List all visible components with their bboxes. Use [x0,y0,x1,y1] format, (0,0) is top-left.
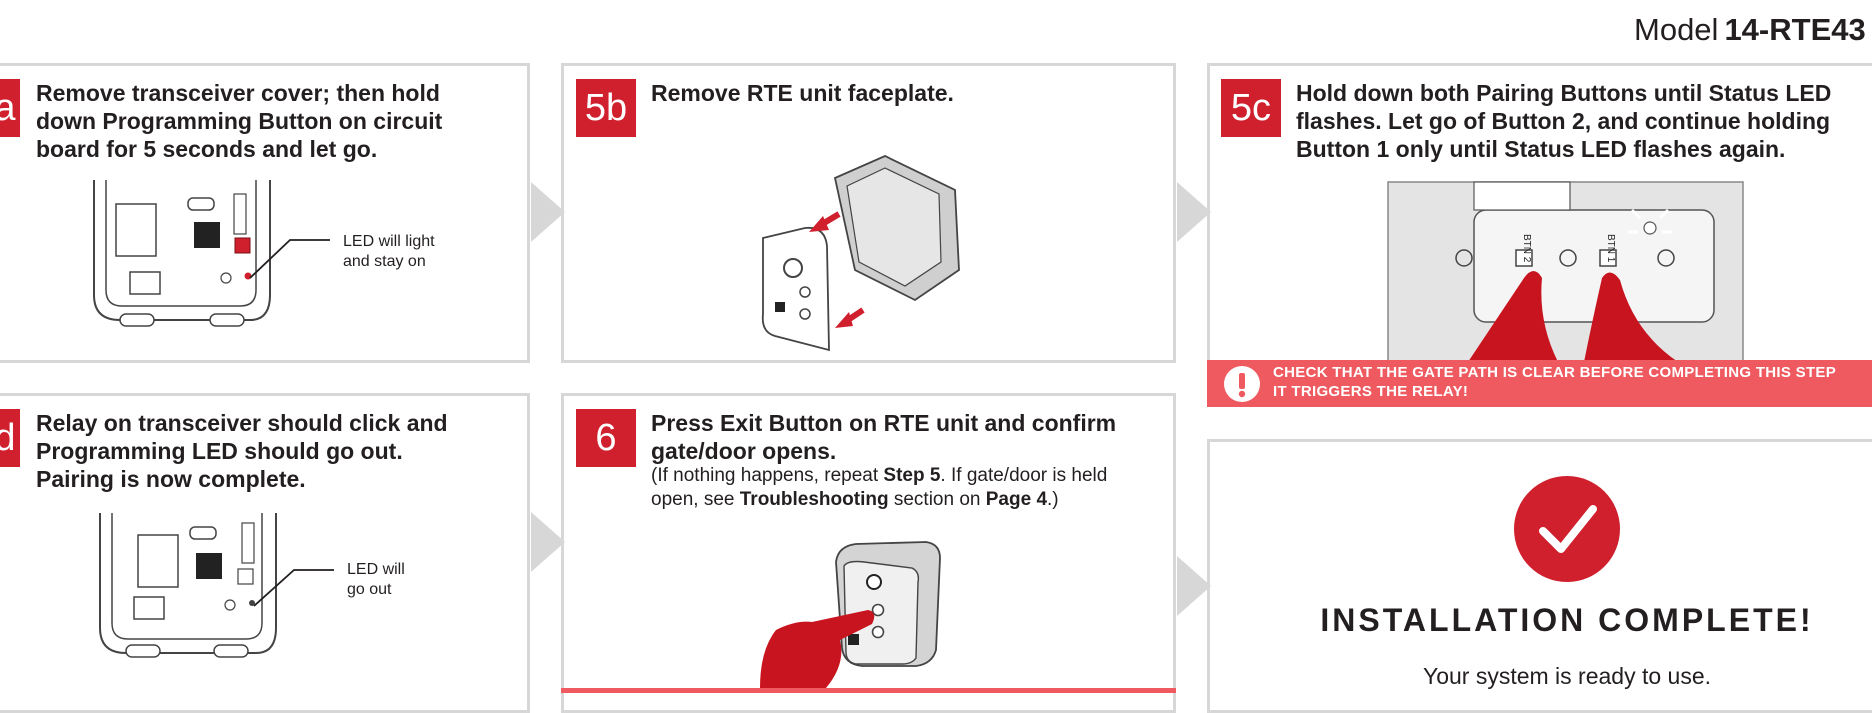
pairing-buttons-illustration: BTN 2 BTN 1 [1387,181,1744,363]
step-6-warning-strip [561,688,1176,693]
warning-line1: CHECK THAT THE GATE PATH IS CLEAR BEFORE… [1273,364,1837,381]
flow-arrow-5b-5c [1177,182,1211,242]
step-5a-badge: a [0,79,20,137]
callout-line-5d [253,569,334,607]
complete-title: INSTALLATION COMPLETE! [1320,602,1814,638]
flow-arrow-6-complete [1177,556,1211,616]
callout-5d-line1: LED will [347,561,405,578]
step-6-note-post: .) [1047,489,1059,510]
step-6-note: (If nothing happens, repeat Step 5. If g… [651,464,1151,512]
complete-subtitle: Your system is ready to use. [1422,663,1712,689]
flow-arrow-5d-6 [531,512,565,572]
circuit-board-illustration-5d [99,513,277,658]
step-6-note-troubleshooting: Troubleshooting [739,489,889,510]
callout-5a-line2: and stay on [343,253,426,270]
circuit-board-illustration-5a [93,180,271,327]
callout-5a-line1: LED will light [343,233,435,250]
step-5d-panel [0,393,530,713]
step-5c-badge: 5c [1221,79,1281,137]
flow-arrow-5a-5b [531,182,565,242]
callout-5d-line2: go out [347,581,392,598]
callout-5a: LED will light and stay on [343,232,435,272]
step-5a-title: Remove transceiver cover; then hold down… [36,80,443,162]
step-6-note-pre: (If nothing happens, repeat [651,465,884,486]
step-5d-title: Relay on transceiver should click and Pr… [36,410,448,492]
step-6-note-mid2: section on [888,489,986,510]
rte-faceplate-illustration [761,155,960,352]
step-6-badge: 6 [576,409,636,467]
model-number: 14-RTE43 [1724,12,1866,47]
exit-button-illustration [760,541,941,688]
step-5b-title: Remove RTE unit faceplate. [651,80,954,106]
exclamation-icon [1224,366,1260,402]
btn2-label: BTN 2 [1521,234,1532,263]
callout-5d: LED will go out [347,560,405,600]
step-5c-title: Hold down both Pairing Buttons until Sta… [1296,80,1832,162]
step-6-note-mid: . If gate/door is held open, see [651,465,1108,510]
step-5d-badge: d [0,409,20,467]
checkmark-icon [1514,476,1620,582]
step-5b-badge: 5b [576,79,636,137]
step-6-note-step: Step 5 [883,465,941,486]
step-6-title: Press Exit Button on RTE unit and confir… [651,410,1117,464]
callout-line-5a [249,239,330,279]
step-6-note-page: Page 4 [985,489,1048,510]
warning-text: CHECK THAT THE GATE PATH IS CLEAR BEFORE… [1273,363,1836,401]
warning-line2: IT TRIGGERS THE RELAY! [1273,383,1469,400]
btn1-label: BTN 1 [1605,234,1616,263]
model-label: Model [1634,12,1719,47]
warning-banner: CHECK THAT THE GATE PATH IS CLEAR BEFORE… [1207,360,1872,407]
